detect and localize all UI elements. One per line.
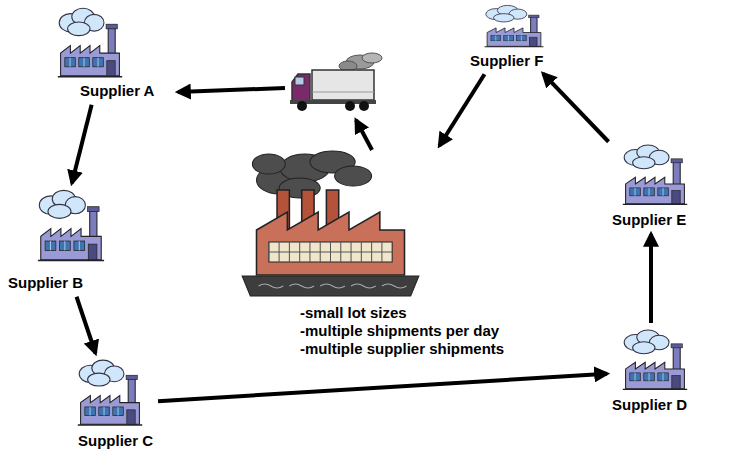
supplier-icon xyxy=(482,4,546,50)
supplier-label: Supplier E xyxy=(612,211,686,229)
supplier-node: Supplier D xyxy=(612,328,690,414)
note-text: -multiple supplier shipments xyxy=(300,340,504,358)
flow-arrow xyxy=(72,105,92,183)
flow-arrow xyxy=(439,74,484,146)
flow-arrow xyxy=(649,234,653,323)
supplier-node: Supplier E xyxy=(612,143,690,229)
supplier-label: Supplier D xyxy=(612,396,687,414)
note-text: -small lot sizes xyxy=(300,304,407,322)
supplier-node: Supplier F xyxy=(470,4,546,70)
note-text: -multiple shipments per day xyxy=(300,322,499,340)
flow-arrow xyxy=(178,88,285,92)
flow-arrow xyxy=(356,120,372,150)
supplier-icon xyxy=(620,143,690,209)
supplier-node: Supplier B xyxy=(8,188,107,292)
flow-arrow xyxy=(543,74,608,142)
flow-arrow xyxy=(158,374,607,402)
supplier-icon xyxy=(75,358,145,430)
supplier-icon xyxy=(55,6,125,82)
delivery-truck xyxy=(290,53,382,111)
supplier-node: Supplier A xyxy=(55,6,154,100)
supplier-label: Supplier A xyxy=(80,82,154,100)
factory-node: -small lot sizes-multiple shipments per … xyxy=(238,150,504,358)
factory-icon xyxy=(238,150,423,300)
supplier-label: Supplier C xyxy=(78,432,153,450)
flow-arrow xyxy=(77,297,96,354)
supplier-icon xyxy=(620,328,690,394)
supplier-icon xyxy=(35,188,107,266)
supplier-node: Supplier C xyxy=(72,358,153,450)
supplier-label: Supplier B xyxy=(8,274,83,292)
supplier-label: Supplier F xyxy=(470,52,543,70)
